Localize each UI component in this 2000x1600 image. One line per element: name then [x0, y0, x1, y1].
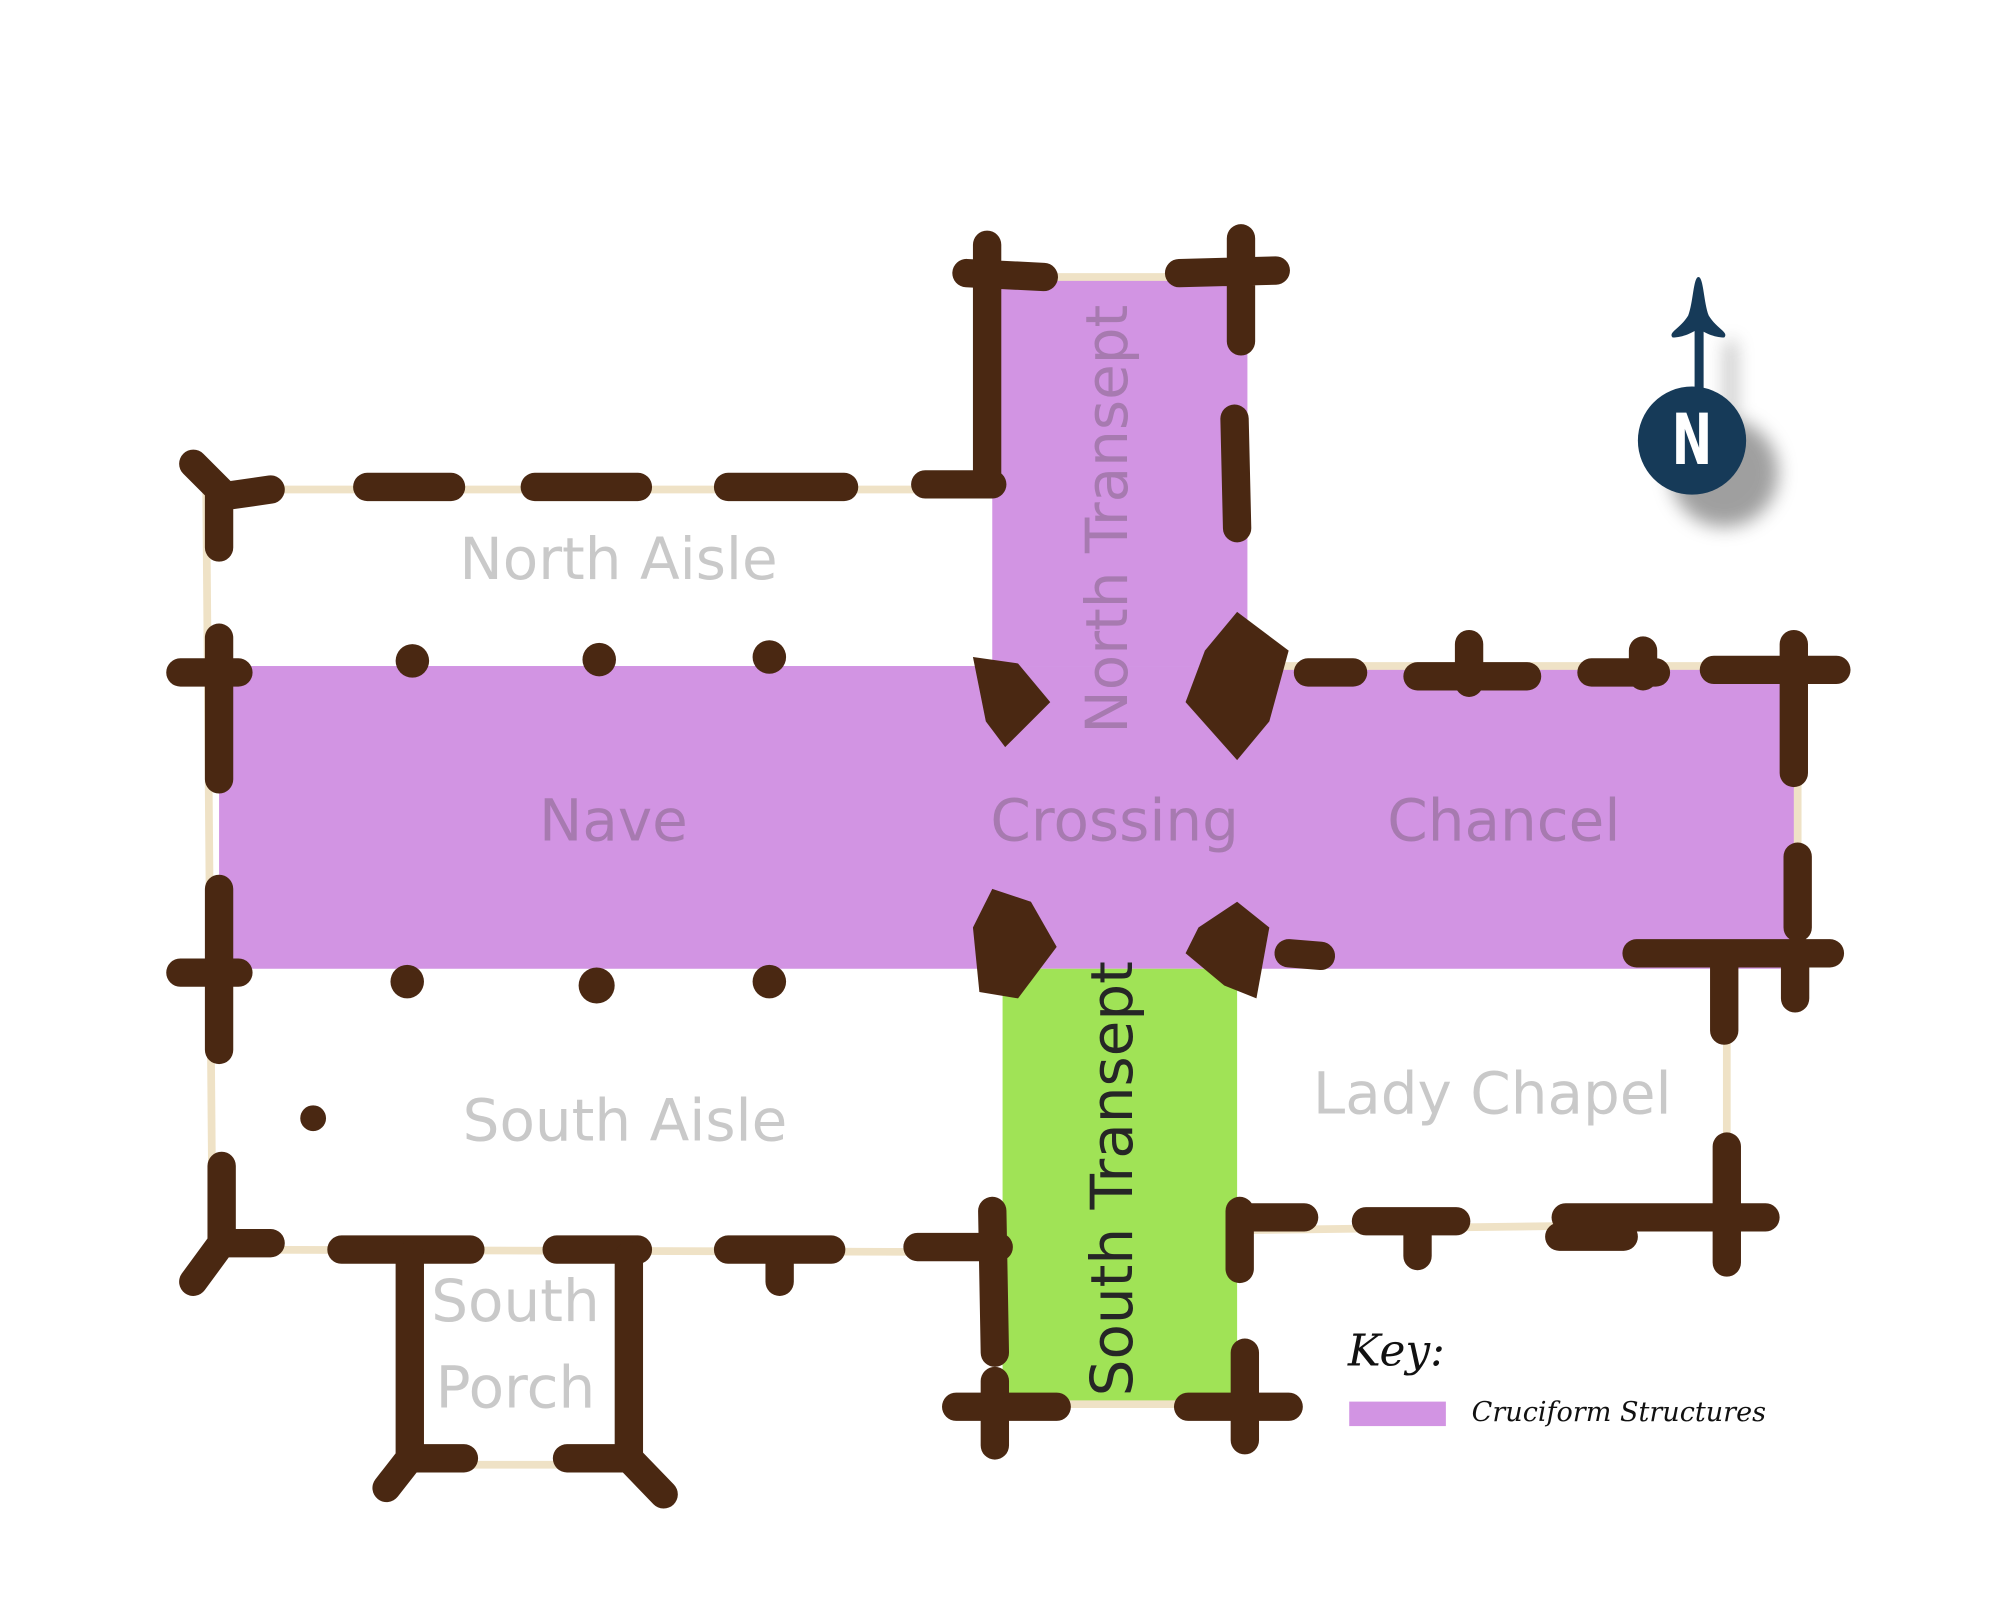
label-south-aisle: South Aisle — [463, 1087, 788, 1155]
label-south-transept: South Transept — [1078, 961, 1146, 1396]
label-north-aisle: North Aisle — [459, 525, 777, 593]
pillar — [395, 644, 430, 678]
label-south-porch-line1: South — [431, 1267, 600, 1335]
pillar — [582, 642, 616, 677]
pillars — [300, 640, 787, 1132]
label-south-porch-line2: Porch — [436, 1353, 596, 1421]
label-nave: Nave — [539, 787, 688, 855]
pillar — [300, 1105, 327, 1132]
label-chancel: Chancel — [1387, 787, 1620, 855]
pillar — [578, 967, 615, 1004]
legend: Key: Cruciform Structures — [1347, 1326, 1766, 1428]
pillar — [752, 964, 787, 999]
crossing-piers — [972, 611, 1289, 999]
compass-letter: N — [1672, 400, 1712, 482]
legend-title: Key: — [1347, 1326, 1445, 1377]
south-transept-fill — [1002, 968, 1238, 1405]
label-crossing: Crossing — [990, 787, 1239, 855]
pillar — [752, 640, 787, 674]
north-transept-fill — [992, 276, 1248, 667]
north-arrow-icon: N — [1637, 276, 1779, 527]
legend-label-cruciform: Cruciform Structures — [1472, 1397, 1766, 1428]
walls — [166, 224, 1851, 1509]
label-north-transept: North Transept — [1073, 305, 1141, 734]
label-lady-chapel: Lady Chapel — [1313, 1060, 1672, 1128]
pillar — [390, 964, 424, 999]
legend-swatch-cruciform — [1349, 1401, 1446, 1427]
